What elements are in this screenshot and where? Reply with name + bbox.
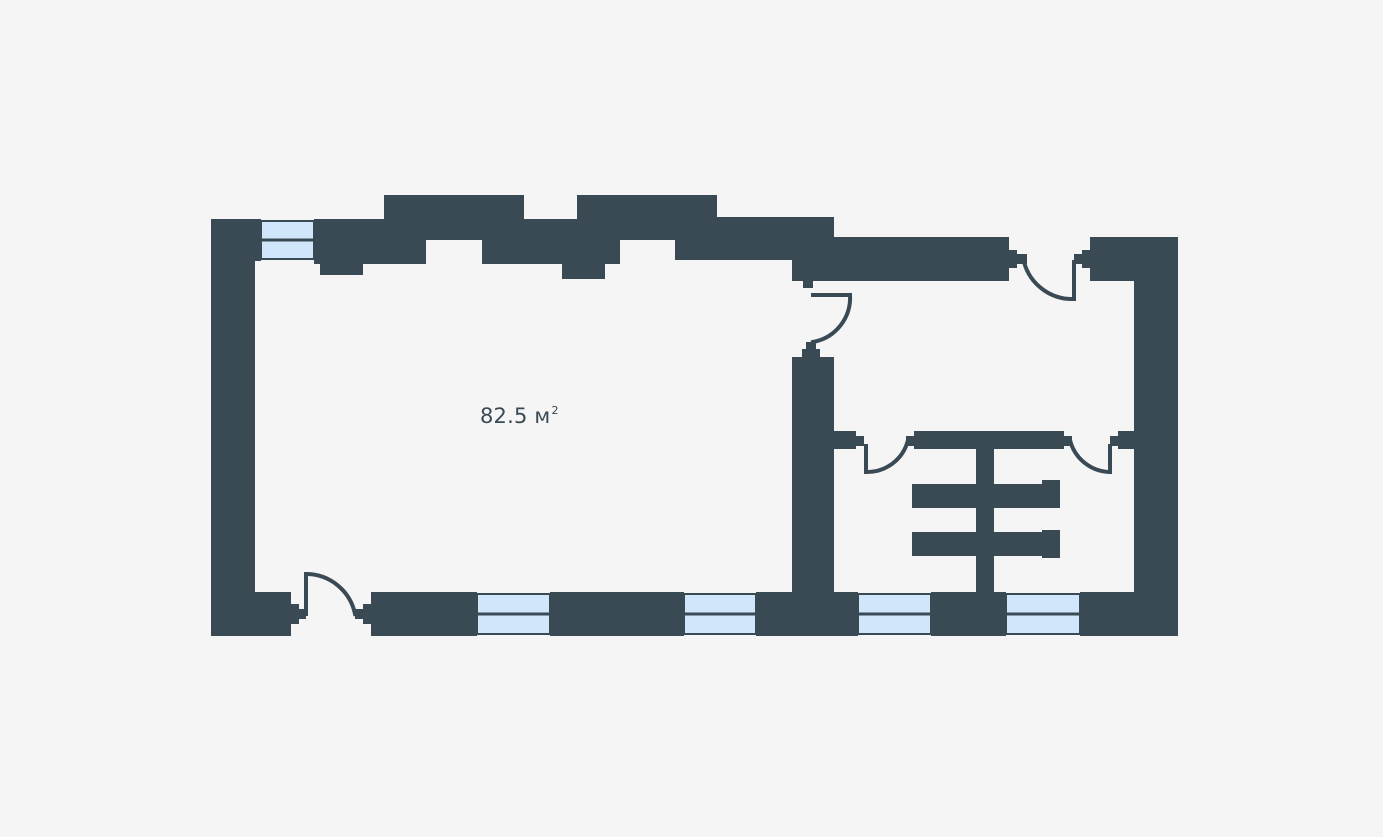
room-area-label: 82.5 м2 [480, 404, 559, 428]
wall-left [211, 219, 255, 636]
door-corridor [810, 292, 853, 345]
wall-door-jamb-bottom-a [291, 604, 299, 624]
wall-door-jamb-top-e [1074, 254, 1084, 264]
window-top-left [260, 220, 315, 260]
door-bathroom-right [1067, 437, 1113, 475]
wall-door-jamb-mid-a [802, 349, 820, 359]
wall-right [1134, 237, 1178, 636]
door-top-right [1021, 259, 1077, 302]
wall-inner-jamb-mid-a [906, 436, 914, 446]
wall-bottom-segment-2 [550, 592, 684, 636]
window-bottom-3 [857, 593, 932, 635]
wall-door-jamb-bottom-b [298, 609, 306, 619]
wall-middle-vertical [792, 357, 834, 636]
wall-door-jamb-bottom-c [363, 604, 371, 624]
bathroom-partitions [912, 449, 1060, 592]
door-entrance [303, 571, 358, 617]
window-bottom-1 [476, 593, 551, 635]
wall-door-jamb-bottom-d [355, 609, 363, 619]
wall-inner-jamb-left [856, 436, 864, 446]
wall-door-jamb-top-c [1017, 254, 1027, 264]
wall-bottom-segment-4 [931, 592, 1006, 636]
wall-top-lip-2 [562, 262, 605, 279]
wall-inner-stub-left [834, 431, 856, 449]
wall-bottom-segment-3 [756, 592, 858, 636]
door-bathroom-left [863, 437, 911, 475]
room-area-unit-superscript: 2 [551, 404, 559, 417]
wall-door-jamb-mid-b [806, 342, 816, 350]
wall-door-jamb-top-d [1082, 250, 1090, 268]
wall-inner-jamb-right [1110, 436, 1118, 446]
wall-door-jamb-top-a [803, 278, 813, 288]
room-area-value: 82.5 м [480, 404, 551, 428]
wall-bottom-left [211, 592, 291, 636]
wall-top-lip-1 [320, 262, 363, 275]
wall-inner-stub-right [1118, 431, 1134, 449]
wall-door-jamb-top-b [1009, 250, 1017, 268]
partition-end-caps [912, 480, 1060, 558]
wall-bottom-segment-1 [371, 592, 477, 636]
wall-top-left-stub [211, 219, 261, 261]
window-bottom-2 [683, 593, 757, 635]
window-bottom-4 [1005, 593, 1081, 635]
wall-inner-jamb-mid-b [1064, 436, 1072, 446]
wall-top-right-run [792, 237, 1009, 281]
wall-bottom-segment-5 [1080, 592, 1178, 636]
wall-inner-horizontal [914, 431, 1064, 449]
